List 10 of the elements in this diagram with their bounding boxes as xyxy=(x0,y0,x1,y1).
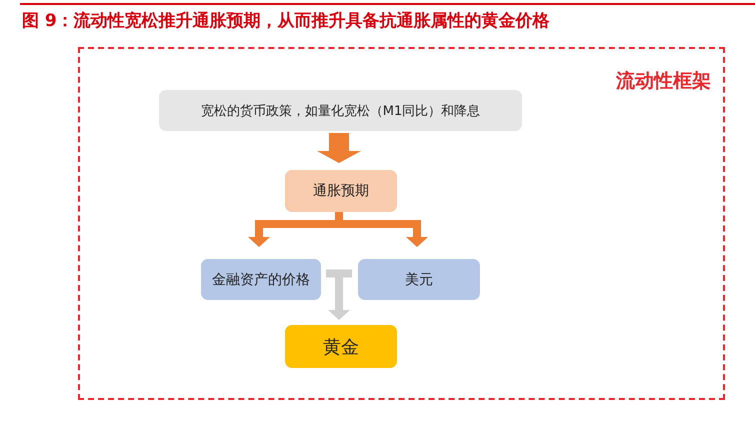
figure-title: 图 9：流动性宽松推升通胀预期，从而推升具备抗通胀属性的黄金价格 xyxy=(22,10,550,32)
process-box: 通胀预期 xyxy=(285,170,397,212)
dashed-frame xyxy=(78,47,725,400)
process-box: 金融资产的价格 xyxy=(201,259,321,300)
process-box: 美元 xyxy=(358,259,480,300)
process-box: 黄金 xyxy=(285,325,397,368)
frame-title: 流动性框架 xyxy=(616,69,711,94)
process-box: 宽松的货币政策，如量化宽松（M1同比）和降息 xyxy=(159,90,522,131)
arrow xyxy=(326,270,352,320)
arrow xyxy=(317,133,361,163)
